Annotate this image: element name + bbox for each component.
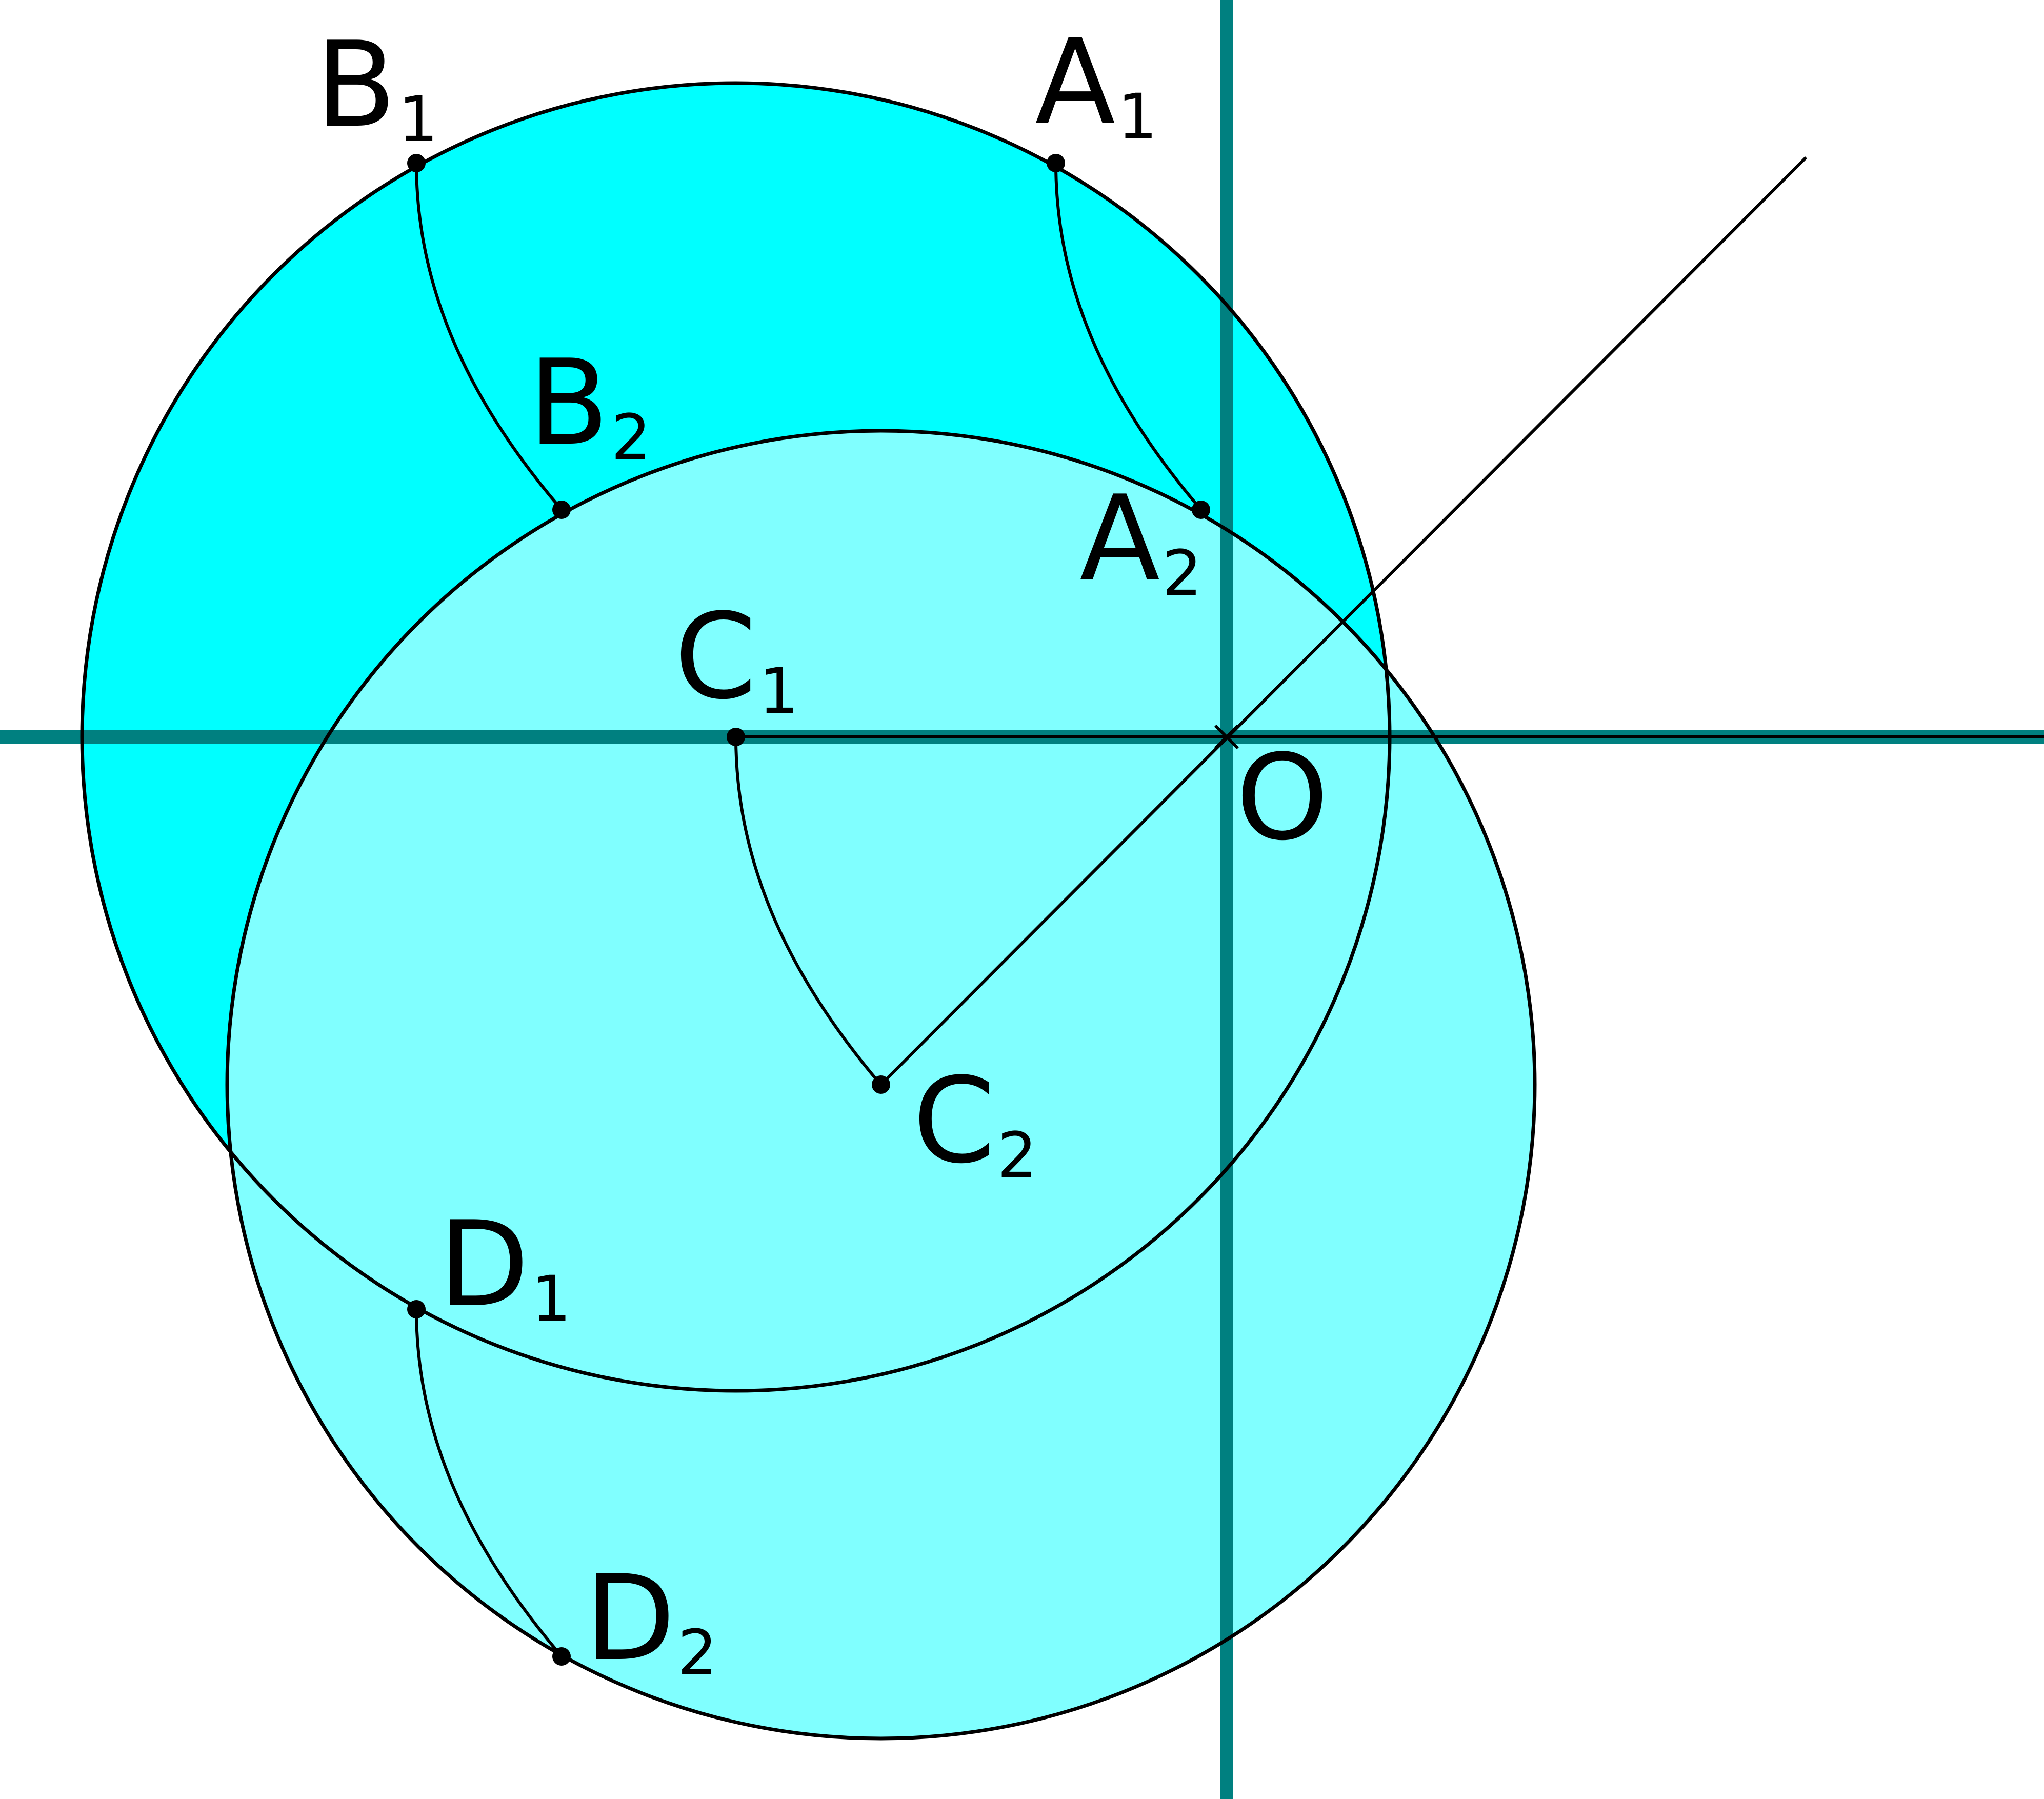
label-b1-index: 1 <box>398 83 438 156</box>
label-o: O <box>1236 730 1329 867</box>
diagonal-line <box>879 156 1808 1086</box>
center-o-mark <box>1214 724 1239 750</box>
label-b2: B2 <box>528 335 651 474</box>
label-d2-index: 2 <box>677 1616 717 1689</box>
label-a1-letter: A <box>1035 14 1115 151</box>
label-a2-index: 2 <box>1162 537 1202 610</box>
arrow-d1-d2 <box>415 1309 562 1655</box>
point-b2 <box>552 501 571 519</box>
point-d2 <box>552 1647 571 1666</box>
label-a2-letter: A <box>1079 471 1160 608</box>
label-d1: D1 <box>438 1196 571 1335</box>
label-d1-letter: D <box>438 1196 529 1333</box>
circle-2-outline <box>225 429 1537 1741</box>
label-c1-index: 1 <box>759 655 799 728</box>
label-b2-letter: B <box>528 335 609 472</box>
point-c2 <box>872 1075 890 1094</box>
arrow-b1-b2 <box>415 163 562 509</box>
arrow-c1-c2 <box>734 736 881 1084</box>
point-b1 <box>407 154 426 172</box>
point-c1 <box>727 728 745 746</box>
label-a2: A2 <box>1079 471 1202 610</box>
label-d2: D2 <box>585 1550 717 1689</box>
label-c2-letter: C <box>913 1053 995 1190</box>
arrow-a1-a2 <box>1054 163 1201 509</box>
label-b1-letter: B <box>315 17 396 154</box>
point-a1 <box>1047 154 1065 172</box>
label-a1-index: 1 <box>1117 81 1157 153</box>
point-d1 <box>407 1300 426 1318</box>
label-d2-letter: D <box>585 1550 675 1687</box>
label-c1: C1 <box>674 589 798 728</box>
label-b2-index: 2 <box>611 401 651 474</box>
label-a1: A1 <box>1035 14 1157 153</box>
label-c1-letter: C <box>674 589 757 726</box>
label-d1-index: 1 <box>531 1263 571 1335</box>
label-c2: C2 <box>913 1053 1037 1192</box>
point-a2 <box>1192 501 1210 519</box>
label-c2-index: 2 <box>997 1119 1037 1192</box>
label-b1: B1 <box>315 17 438 156</box>
